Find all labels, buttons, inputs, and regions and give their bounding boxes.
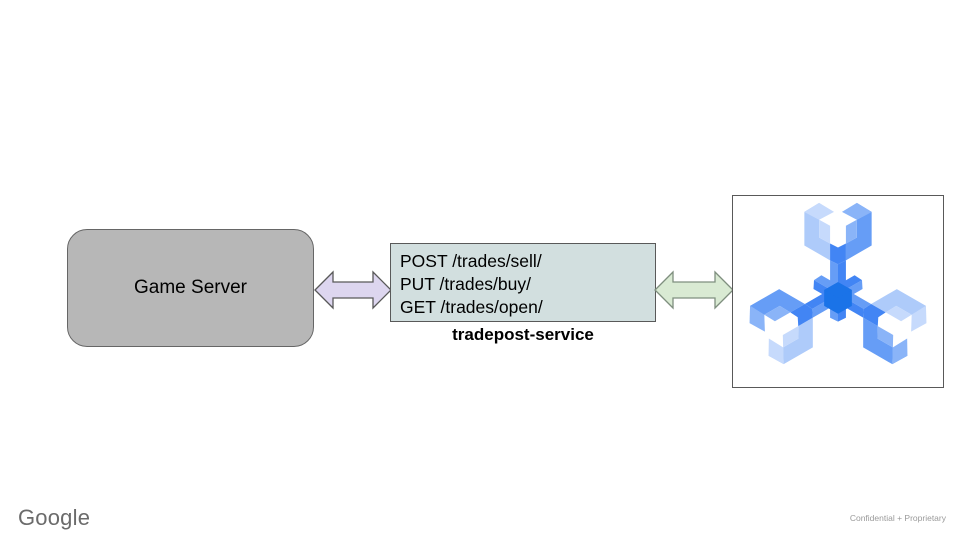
node-tradepost-endpoints[interactable]: POST /trades/sell/ PUT /trades/buy/ GET … — [390, 243, 656, 322]
node-tradepost-caption: tradepost-service — [452, 325, 594, 344]
connector-game-server-to-tradepost — [314, 264, 392, 316]
connector-tradepost-to-logo — [654, 264, 734, 316]
google-logo: Google — [18, 505, 91, 530]
endpoint-line: POST /trades/sell/ — [400, 251, 542, 271]
node-game-server[interactable]: Game Server — [67, 229, 314, 347]
double-arrow-icon — [654, 270, 734, 310]
confidentiality-note: Confidential + Proprietary — [849, 513, 946, 523]
double-arrow-icon — [314, 270, 392, 310]
endpoint-line: GET /trades/open/ — [400, 297, 543, 317]
node-game-server-label: Game Server — [134, 276, 247, 298]
panel-service-logo — [732, 195, 944, 388]
isometric-three-prong-wrench-icon — [749, 202, 927, 365]
endpoint-line: PUT /trades/buy/ — [400, 274, 531, 294]
